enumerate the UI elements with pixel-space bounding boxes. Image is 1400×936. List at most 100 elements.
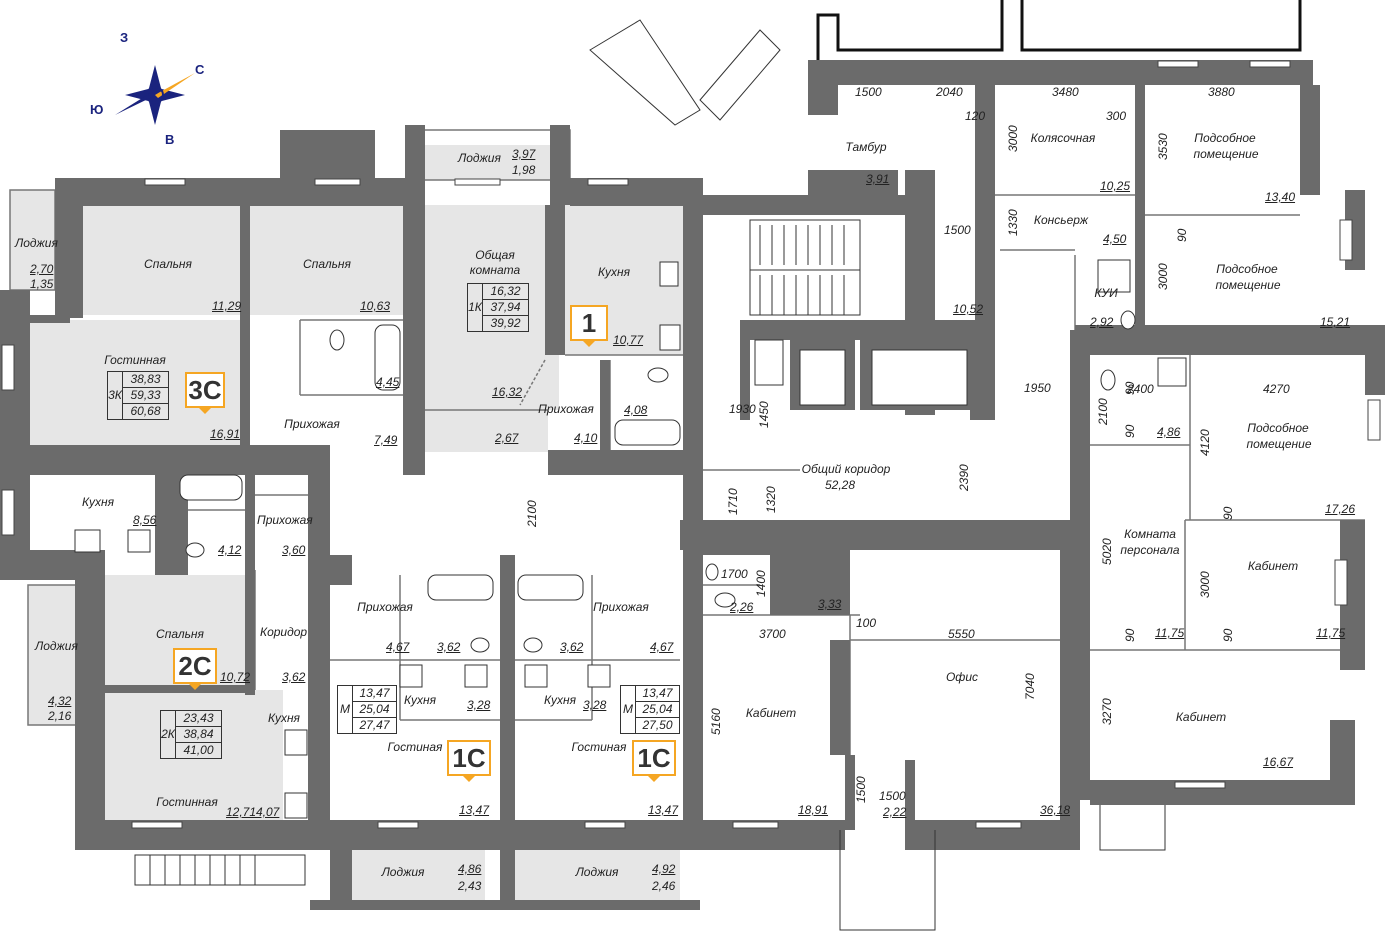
dimension: 2100: [525, 500, 539, 527]
room-name: Лоджия: [458, 151, 501, 165]
room-area: 3,97: [512, 147, 536, 161]
dimension: 100: [856, 616, 877, 630]
room-area: 2,16: [48, 709, 72, 723]
dimension: 5550: [948, 627, 975, 641]
summary-total-full: 27,47: [359, 718, 390, 732]
room-area: 1,98: [512, 163, 536, 177]
dimension: 2390: [957, 464, 971, 491]
apartment-badge-2c[interactable]: 2С: [173, 648, 217, 690]
summary-total-full: 60,68: [130, 404, 161, 418]
dimension: 120: [965, 109, 986, 123]
summary-type: 3К: [108, 372, 123, 419]
room-area: 16,32: [492, 385, 523, 399]
compass: З С Ю В: [90, 30, 210, 150]
apartment-badge-1[interactable]: 1: [570, 305, 608, 347]
summary-living: 13,47: [353, 686, 396, 702]
room-name: Подсобное: [1216, 262, 1278, 276]
summary-type: М: [621, 686, 636, 733]
dimension: 1700: [721, 567, 748, 581]
room-area: 36,18: [1040, 803, 1071, 817]
dimension: 1930: [729, 402, 756, 416]
room-name: Прихожая: [593, 600, 649, 614]
fixtures: [74, 259, 1187, 819]
room-area: 3,28: [467, 698, 491, 712]
summary-living: 16,32: [483, 284, 528, 300]
apartment-badge-1c-left[interactable]: 1С: [447, 740, 491, 782]
summary-living: 23,43: [176, 711, 221, 727]
room-area: 13,40: [1265, 190, 1296, 204]
room-area: 3,62: [437, 640, 461, 654]
room-name: Комната: [1124, 527, 1176, 541]
room-name: Подсобное: [1247, 421, 1309, 435]
dimension: 3000: [1156, 263, 1170, 290]
compass-south: Ю: [90, 102, 104, 117]
room-name: Общая: [475, 248, 515, 262]
dimension: 3000: [1198, 571, 1212, 598]
dimension: 90: [1123, 381, 1137, 395]
room-area: 3,91: [866, 172, 890, 186]
lifts: [754, 339, 968, 406]
room-area: 3,62: [282, 670, 306, 684]
room-area: 4,07: [256, 805, 280, 819]
dimension: 5020: [1100, 538, 1114, 565]
room-name: Гостинная: [156, 795, 218, 809]
dimension: 1400: [754, 570, 768, 597]
dimension: 1950: [1024, 381, 1051, 395]
room-area: 2,46: [652, 879, 676, 893]
room-area: 2,70: [30, 262, 54, 276]
room-name: Колясочная: [1030, 131, 1096, 145]
dimension: 2100: [1096, 398, 1110, 425]
apartment-badge-1c-right[interactable]: 1С: [632, 740, 676, 782]
room-name: Гостиная: [387, 740, 443, 754]
room-area: 2,92: [1090, 315, 1114, 329]
room-area: 3,28: [583, 698, 607, 712]
room-area: 16,67: [1263, 755, 1294, 769]
summary-total: 25,04: [353, 702, 396, 718]
room-name: Кухня: [268, 711, 300, 725]
room-area: 12,71: [226, 805, 257, 819]
windows: [1, 60, 1381, 829]
room-area: 2,26: [730, 600, 754, 614]
room-area: 2,43: [458, 879, 482, 893]
dimension: 3700: [759, 627, 786, 641]
dimension: 5160: [709, 708, 723, 735]
room-area: 10,72: [220, 670, 251, 684]
room-area: 10,25: [1100, 179, 1131, 193]
compass-east: В: [165, 132, 175, 147]
dimension: 1710: [726, 488, 740, 515]
room-area: 4,50: [1103, 232, 1127, 246]
room-name: персонала: [1120, 543, 1180, 557]
room-name: Прихожая: [538, 402, 594, 416]
dimension: 7040: [1023, 673, 1037, 700]
room-area: 4,67: [650, 640, 674, 654]
room-area: 15,21: [1320, 315, 1351, 329]
room-name: Лоджия: [15, 236, 58, 250]
room-name: Лоджия: [381, 865, 425, 879]
dimension: 1500: [944, 223, 971, 237]
room-area: 10,52: [953, 302, 984, 316]
room-name: Кухня: [544, 693, 576, 707]
dimension: 2040: [936, 85, 963, 99]
apartment-badge-3c[interactable]: 3С: [185, 372, 225, 414]
room-area: 1,35: [30, 277, 54, 291]
summary-living: 38,83: [123, 372, 168, 388]
room-area: 4,08: [624, 403, 648, 417]
room-name: Лоджия: [575, 865, 619, 879]
room-area: 11,29: [212, 299, 242, 313]
compass-rose-icon: [115, 65, 195, 125]
summary-type: 1К: [468, 284, 483, 331]
room-name: Кабинет: [1175, 710, 1227, 724]
dimension: 90: [1221, 628, 1235, 642]
dimension: 3880: [1208, 85, 1235, 99]
room-name: Консьерж: [1033, 213, 1089, 227]
room-name: помещение: [1215, 278, 1281, 292]
room-area: 18,91: [798, 803, 829, 817]
room-area: 11,75: [1316, 626, 1346, 640]
room-area: 4,92: [652, 862, 676, 876]
compass-north: С: [195, 62, 205, 77]
summary-type: М: [338, 686, 353, 733]
room-name: помещение: [1193, 147, 1259, 161]
summary-total-full: 41,00: [183, 743, 214, 757]
